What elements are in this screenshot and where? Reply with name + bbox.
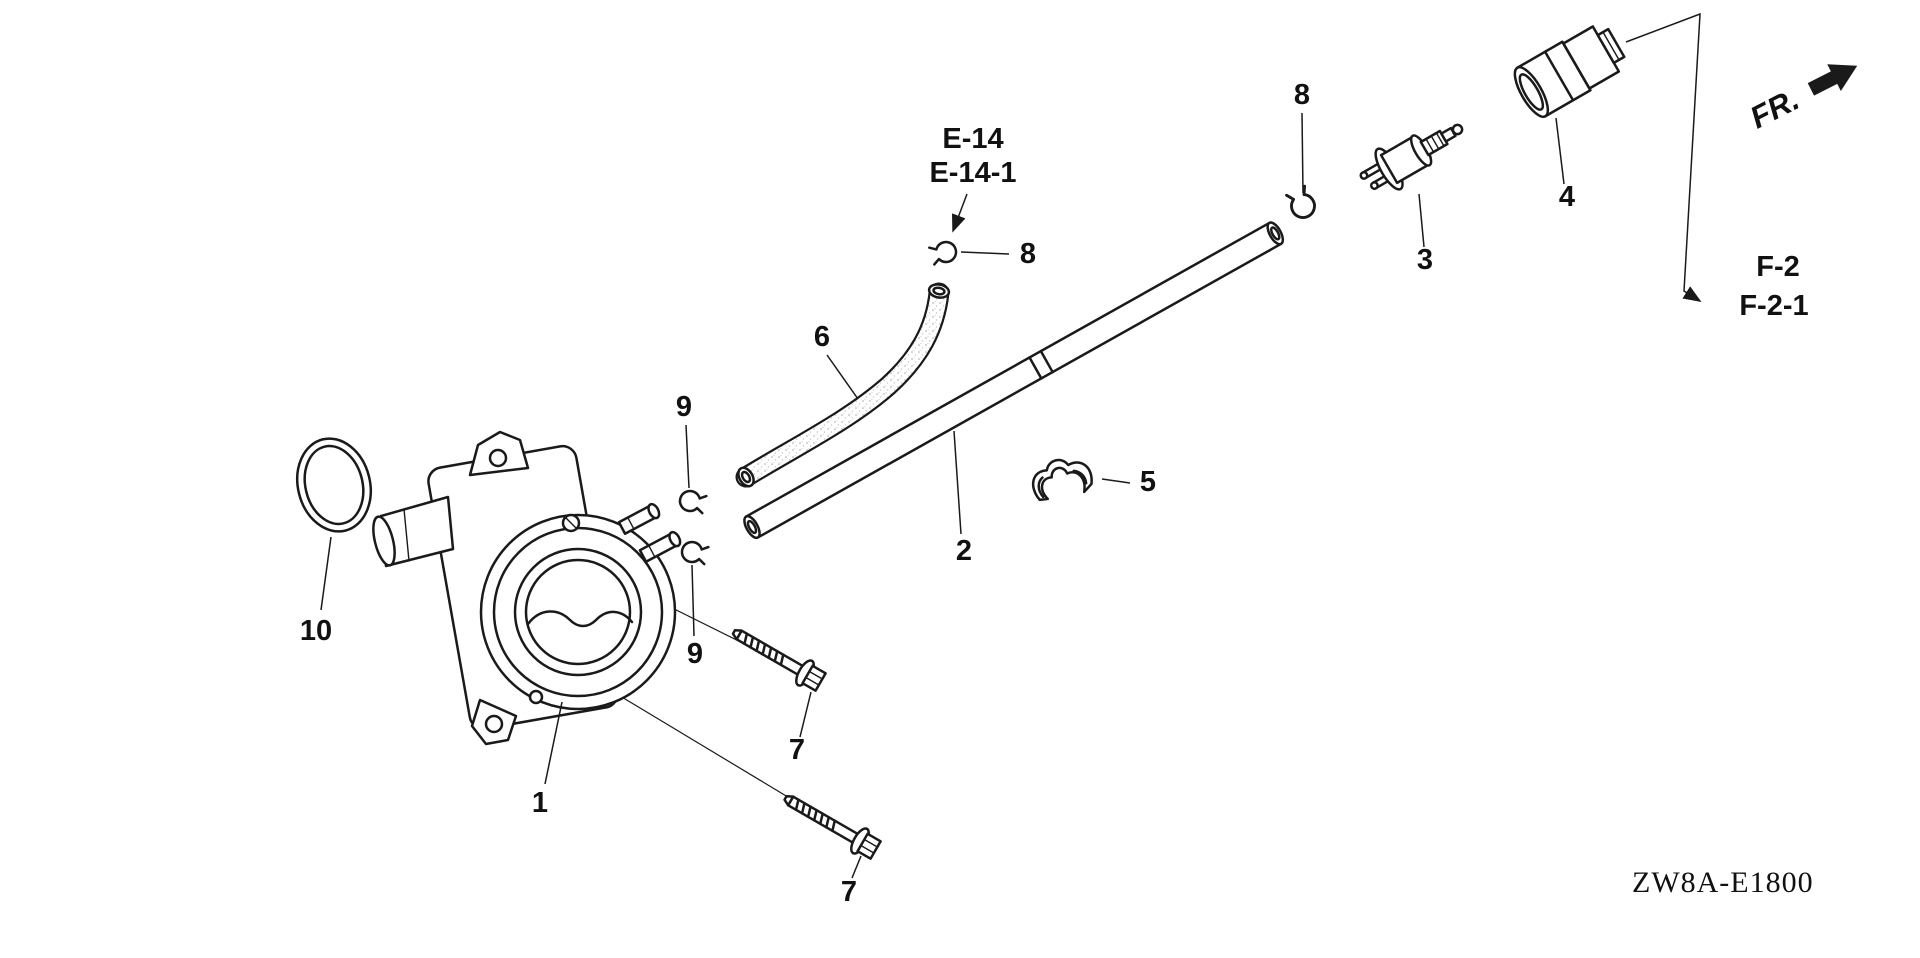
part-label-4: 4 [1559, 181, 1575, 213]
ref-f2-line2: F-2-1 [1739, 290, 1808, 322]
part-label-2: 2 [956, 535, 972, 567]
part-label-5: 5 [1140, 466, 1156, 498]
tube-clamp-drawing [1031, 458, 1093, 502]
part-label-7: 7 [789, 734, 805, 766]
ref-f2-line1: F-2 [1756, 251, 1800, 283]
part-label-8: 8 [1020, 238, 1036, 270]
part-label-1: 1 [532, 787, 548, 819]
f2-reference-line [1625, 12, 1702, 302]
part-label-9: 9 [687, 638, 703, 670]
part-label-10: 10 [300, 615, 332, 647]
ref-label-e14: E-14 E-14-1 [929, 123, 1016, 189]
flange-bolt-drawing [731, 629, 827, 692]
fuel-joint-drawing [1359, 123, 1464, 191]
part-labels: 10 1 9 9 6 8 2 5 3 4 8 7 7 [300, 79, 1575, 908]
diagram-code: ZW8A-E1800 [1632, 866, 1814, 899]
ref-e14-line2: E-14-1 [929, 157, 1016, 189]
ref-e14-line1: E-14 [942, 123, 1003, 155]
fuel-connector-drawing [1513, 25, 1626, 119]
fuel-pump-drawing [372, 430, 682, 746]
fuel-hose-drawing [735, 282, 951, 488]
fr-arrow-icon [1807, 64, 1858, 96]
o-ring-drawing [296, 437, 372, 533]
fuel-tube-drawing [743, 221, 1285, 540]
ref-label-f2: F-2 F-2-1 [1739, 251, 1808, 322]
part-label-8: 8 [1294, 79, 1310, 111]
part-label-6: 6 [814, 321, 830, 353]
part-label-7: 7 [841, 876, 857, 908]
flange-bolt-drawing [783, 795, 882, 860]
part-label-3: 3 [1417, 244, 1433, 276]
leader-lines [320, 112, 1565, 879]
part-label-9: 9 [676, 391, 692, 423]
